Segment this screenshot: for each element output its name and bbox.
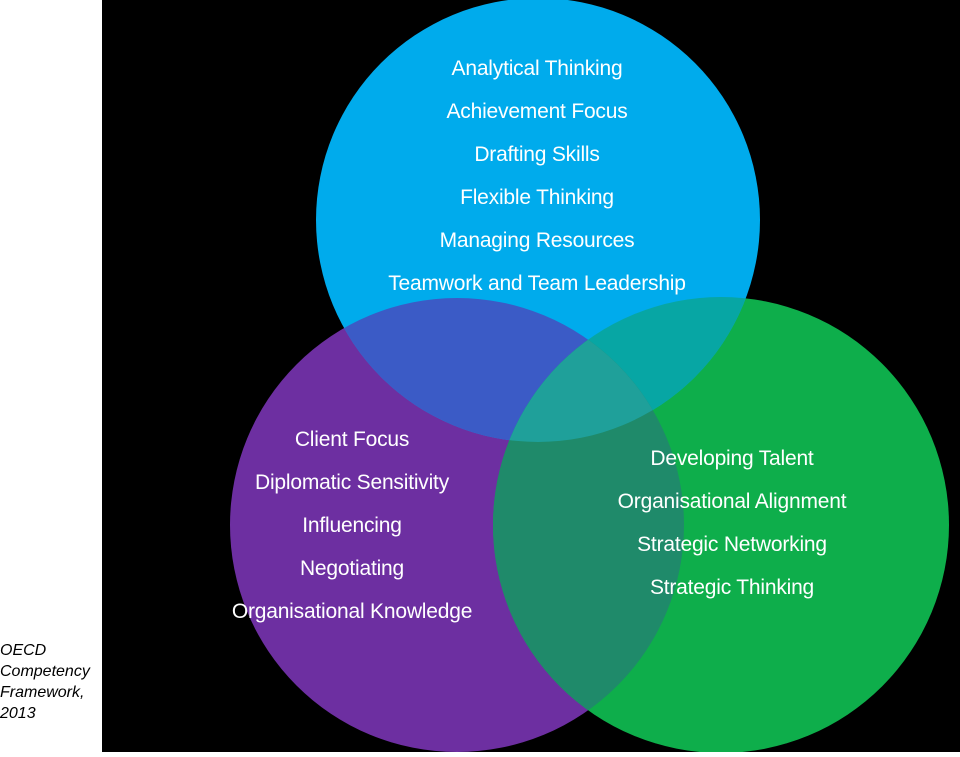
top-item-2: Achievement Focus <box>446 100 628 123</box>
right-item-1: Developing Talent <box>650 447 814 470</box>
top-item-1: Analytical Thinking <box>451 57 623 80</box>
caption-line-1: OECD <box>0 642 47 659</box>
right-item-2: Organisational Alignment <box>617 490 847 513</box>
left-item-4: Negotiating <box>299 557 405 580</box>
top-item-3: Drafting Skills <box>474 143 600 166</box>
right-item-3: Strategic Networking <box>637 533 827 556</box>
left-item-5: Organisational Knowledge <box>231 600 473 623</box>
caption-line-2: Competency <box>0 663 90 680</box>
top-item-4: Flexible Thinking <box>460 186 614 209</box>
diagram-panel: Analytical Thinking Achievement Focus Dr… <box>102 0 960 752</box>
source-caption: OECD Competency Framework, 2013 <box>0 640 102 724</box>
venn-diagram <box>230 0 949 752</box>
left-circle-labels: Client Focus Diplomatic Sensitivity Infl… <box>162 418 542 633</box>
top-item-5: Managing Resources <box>439 229 635 252</box>
top-circle-labels: Analytical Thinking Achievement Focus Dr… <box>312 47 762 305</box>
caption-line-4: 2013 <box>0 705 36 722</box>
right-item-4: Strategic Thinking <box>649 576 815 599</box>
caption-line-3: Framework, <box>0 684 85 701</box>
left-item-3: Influencing <box>302 514 402 537</box>
overlap-center <box>493 298 684 442</box>
top-item-6: Teamwork and Team Leadership <box>388 272 686 295</box>
right-circle-labels: Developing Talent Organisational Alignme… <box>542 437 922 609</box>
left-item-1: Client Focus <box>294 428 410 451</box>
left-item-2: Diplomatic Sensitivity <box>255 471 449 494</box>
